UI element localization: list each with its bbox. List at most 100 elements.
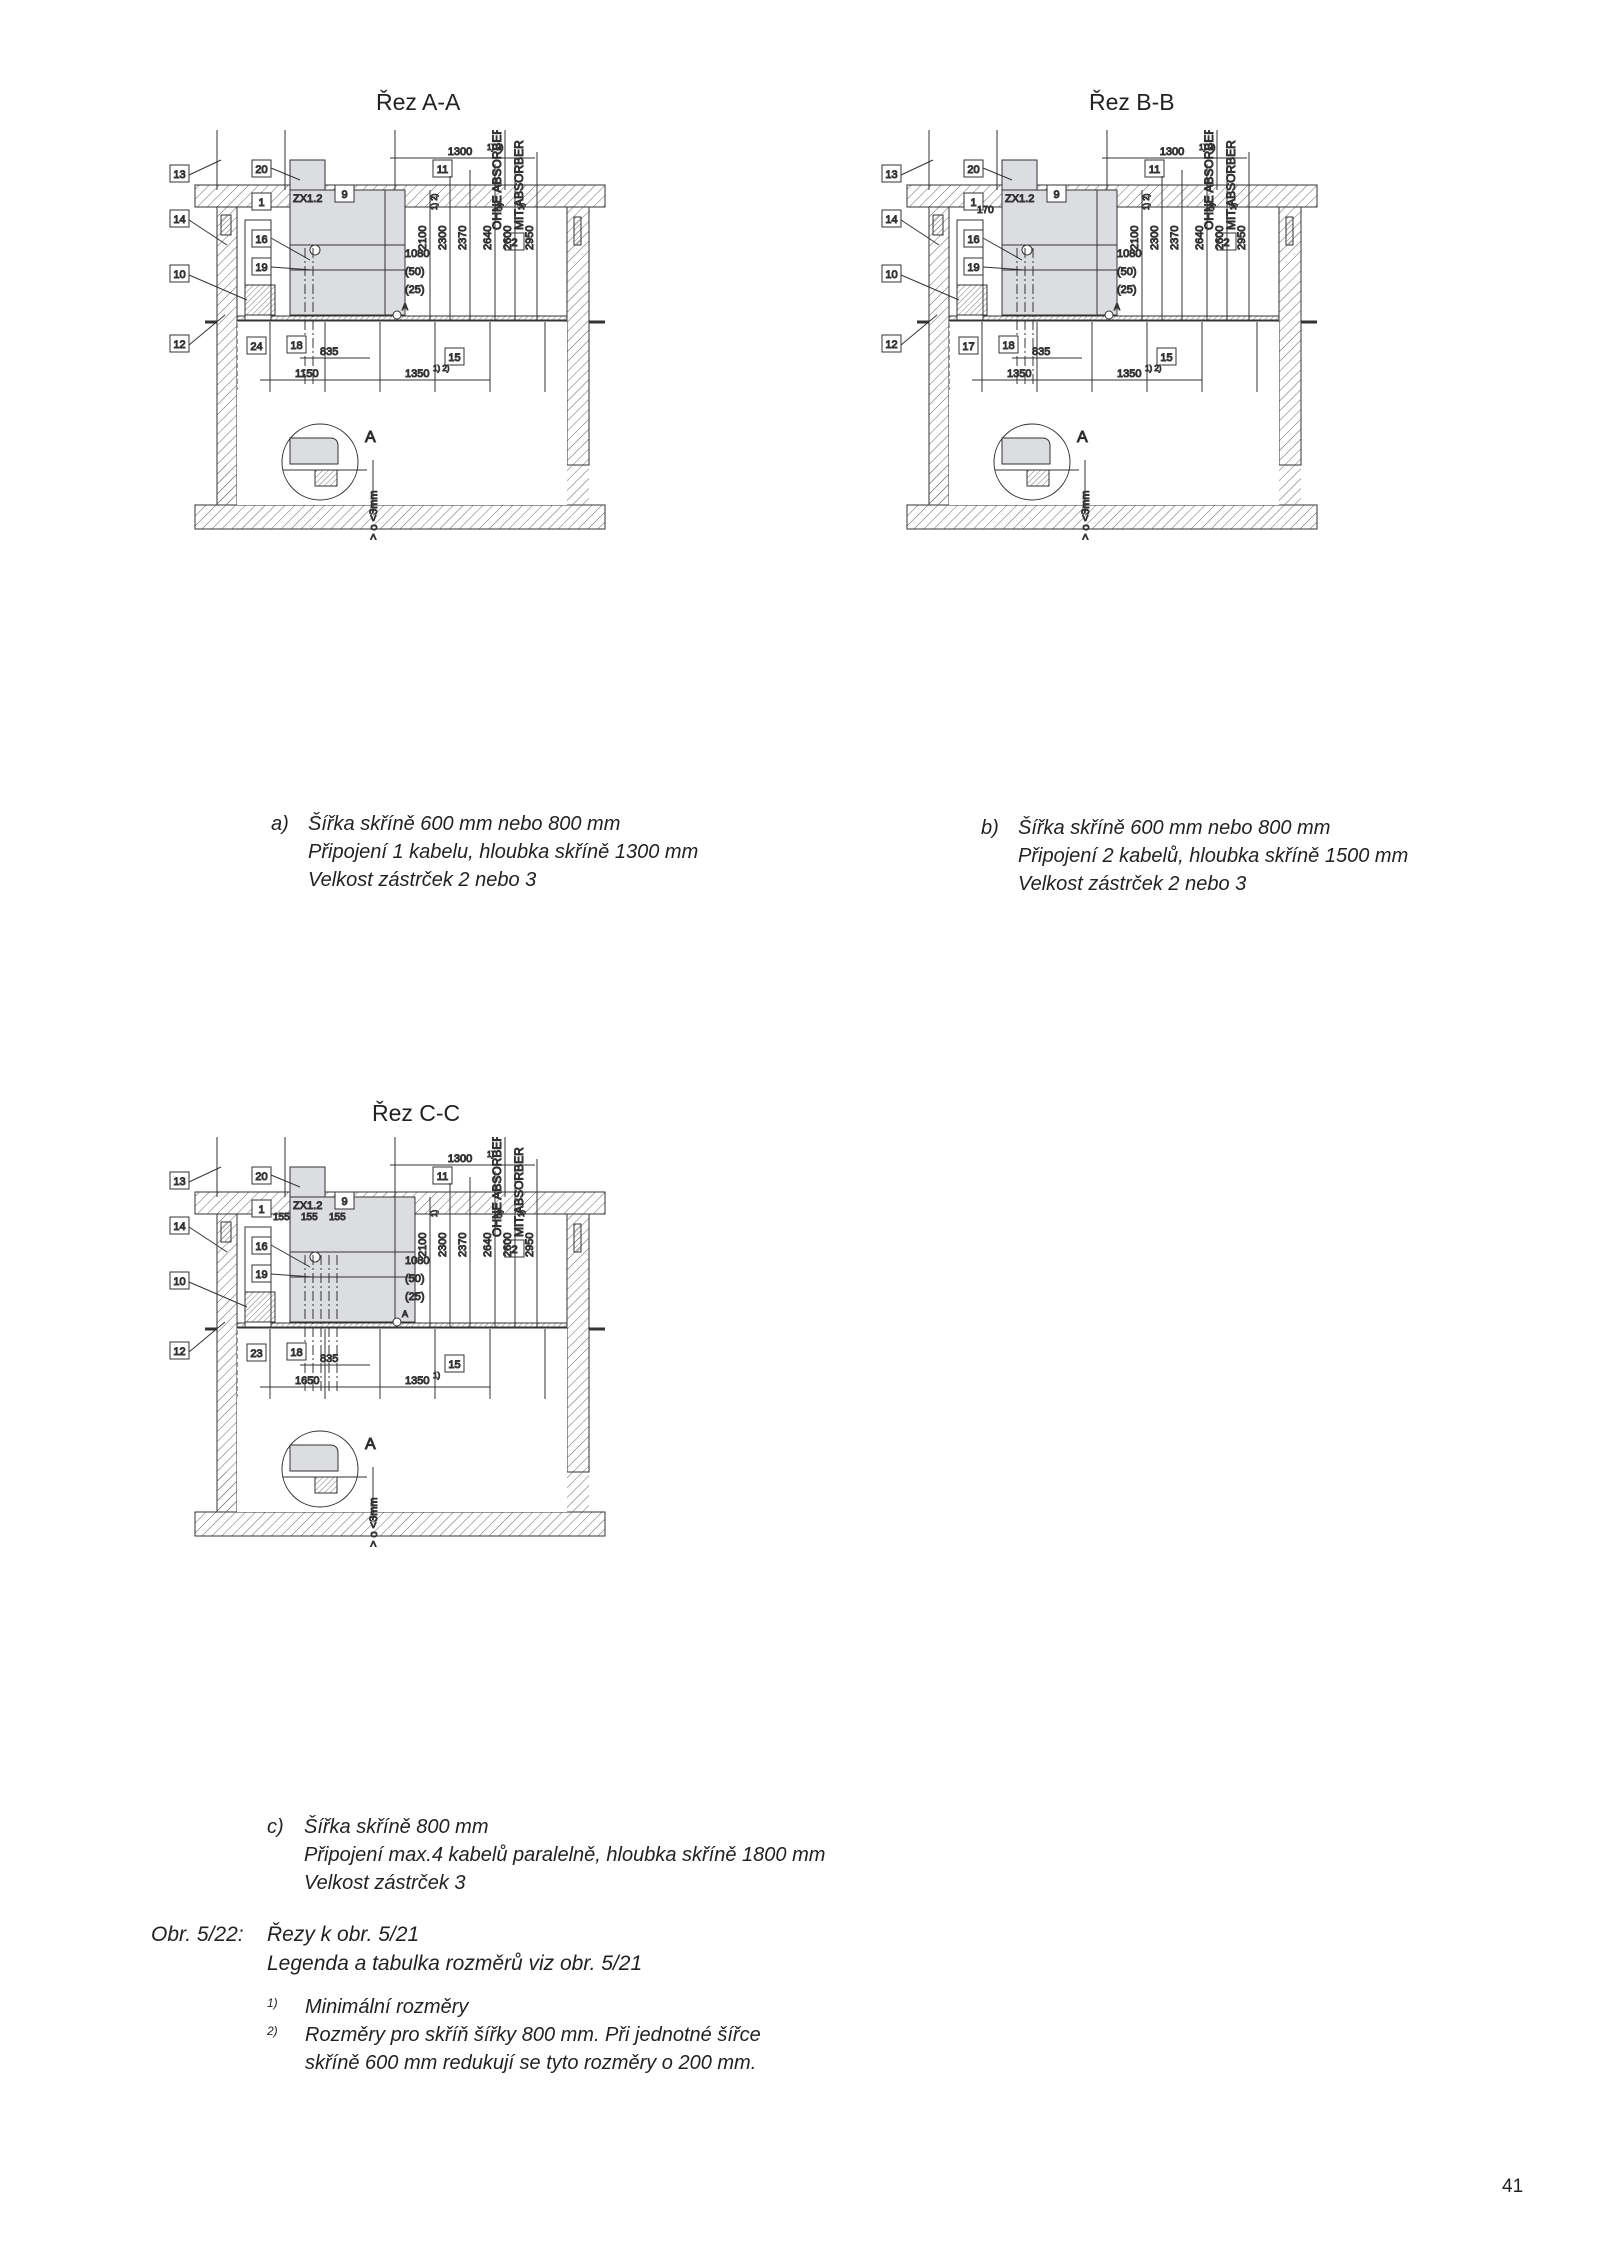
left-wall [928, 206, 950, 506]
current-transformer [1021, 244, 1033, 256]
panel-top [289, 1166, 326, 1198]
height-dim-label: 2600 [1214, 226, 1226, 250]
callout-bottom-left: 24 [250, 341, 262, 353]
caption-label-a: a) [271, 813, 289, 835]
callout-bottom-left-box [246, 336, 267, 355]
footnote-mark: 2) [267, 2024, 278, 2038]
callout-19-box [963, 257, 984, 276]
height-dim-sup: 1) [495, 1210, 504, 1217]
callout-15-box [444, 1354, 465, 1373]
callout-14-box [169, 209, 190, 228]
inner-dim-label: 1300 [1160, 146, 1184, 158]
extra-dim-label: 170 [977, 205, 994, 216]
height-dim-label: 2640 [482, 226, 494, 250]
callout-11-box [432, 1166, 453, 1185]
footnote-line: Minimální rozměry [305, 1996, 469, 2018]
right-dim-label: (50) [405, 266, 425, 278]
right-dim-label: (50) [1117, 266, 1137, 278]
left-duct [220, 214, 232, 236]
height-dim-label: 2950 [1236, 226, 1248, 250]
left-duct [220, 1221, 232, 1243]
caption-line: Připojení 2 kabelů, hloubka skříně 1500 … [1018, 845, 1409, 867]
depth-dim-label: 1150 [295, 368, 319, 380]
height-dim-sup: 1) [495, 203, 504, 210]
inner-dim-sup: 1) [487, 1150, 494, 1159]
depth-dim-label: 835 [1032, 346, 1050, 358]
callout-15-box [1156, 347, 1177, 366]
panel-rear [394, 1196, 416, 1323]
height-dim-sup: 1) [517, 1210, 526, 1217]
panel-top [1001, 159, 1038, 191]
callout-13-box [169, 1171, 190, 1190]
callout-14-box [881, 209, 902, 228]
inner-dim-sup: 1) 2) [1199, 143, 1216, 152]
detail-panel [289, 1444, 339, 1472]
caption-label-b: b) [981, 817, 999, 839]
callout-19: 19 [255, 1269, 267, 1281]
callout-18: 18 [290, 1347, 302, 1359]
height-dim-sup: 1) [1229, 203, 1238, 210]
height-dim-label: 2370 [457, 1233, 469, 1257]
callout-bottom-left-box [958, 336, 979, 355]
callout-10: 10 [173, 269, 185, 281]
callout-12: 12 [885, 339, 897, 351]
detail-a: A> o <3mm [281, 423, 381, 541]
left-wall [216, 206, 238, 506]
callout-14: 14 [885, 214, 897, 226]
callout-18-box [998, 335, 1019, 354]
detail-gap-label: > o <3mm [368, 1497, 380, 1547]
callout-1-box [251, 1199, 272, 1218]
callout-19-box [251, 1264, 272, 1283]
callout-bottom-left: 17 [962, 341, 974, 353]
detail-floor [314, 469, 338, 487]
caption-line: Připojení 1 kabelu, hloubka skříně 1300 … [308, 841, 699, 863]
callout-12: 12 [173, 339, 185, 351]
height-dim-label: 2300 [1149, 226, 1161, 250]
callout-1-box [251, 192, 272, 211]
right-dim-label: (25) [1117, 284, 1137, 296]
absorber-label-ohne: OHNE ABSORBER [490, 1137, 504, 1237]
inner-dim-label: 1300 [448, 146, 472, 158]
panel-label: ZX1.2 [293, 1200, 322, 1212]
detail-marker-label: A [1114, 302, 1120, 312]
callout-11: 11 [1149, 164, 1160, 176]
height-dim-sup: 1) [517, 203, 526, 210]
right-duct [573, 1223, 582, 1253]
callout-bottom-left: 23 [250, 1348, 262, 1360]
detail-panel [1001, 437, 1051, 465]
absorber-label-mit: MIT ABSORBER [1224, 140, 1238, 230]
caption-line: Šířka skříně 800 mm [304, 1816, 489, 1838]
caption-line: Šířka skříně 600 mm nebo 800 mm [1018, 817, 1331, 839]
cable-tray [244, 284, 276, 316]
callout-20: 20 [255, 164, 267, 176]
panel-label: ZX1.2 [293, 193, 322, 205]
detail-marker: A [365, 1436, 376, 1453]
figure-number: Obr. 5/22: [151, 1923, 244, 1946]
depth-dim-label: 1350 [1117, 368, 1141, 380]
panel-rear [384, 189, 406, 316]
height-dim-label: 2100 [417, 226, 429, 250]
callout-9-box [334, 1191, 355, 1210]
callout-19-box [251, 257, 272, 276]
pitch-label: 155 [273, 1212, 290, 1223]
pitch-label: 155 [329, 1212, 346, 1223]
callout-15: 15 [1160, 352, 1172, 364]
right-dim-label: (25) [405, 1291, 425, 1303]
height-dim-sup: 1) 2) [430, 193, 439, 210]
right-duct [1285, 216, 1294, 246]
callout-16: 16 [255, 1241, 267, 1253]
depth-dim-label: 835 [320, 346, 338, 358]
current-transformer [309, 1251, 321, 1263]
depth-dim-sup: 1) 2) [433, 364, 450, 373]
callout-10-box [881, 264, 902, 283]
section-drawing-c: ZX1.27001)180013001)13001)13141012201161… [169, 1137, 606, 1548]
inner-dim-sup: 1) 2) [487, 143, 504, 152]
callout-13-box [169, 164, 190, 183]
callout-14: 14 [173, 214, 185, 226]
callout-9: 9 [1053, 189, 1059, 201]
height-dim-label: 2950 [524, 1233, 536, 1257]
height-dim-label: 2640 [1194, 226, 1206, 250]
section-title-c: Řez C-C [372, 1100, 461, 1126]
callout-20: 20 [255, 1171, 267, 1183]
